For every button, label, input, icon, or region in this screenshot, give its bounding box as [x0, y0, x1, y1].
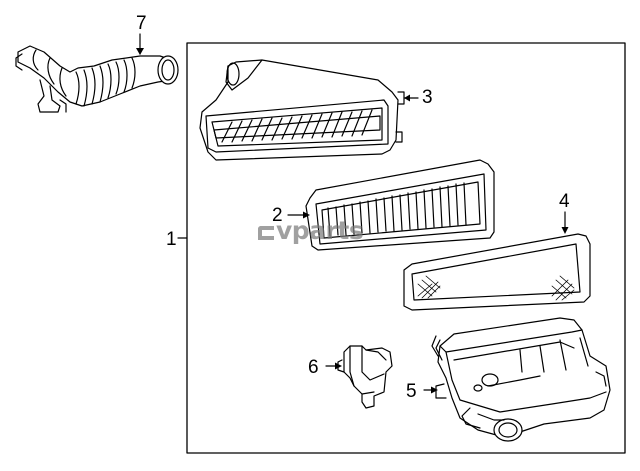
watermark: vparts [258, 216, 364, 245]
air-cleaner-case-5 [423, 317, 611, 442]
watermark-text: vparts [276, 216, 364, 245]
callout-4: 4 [559, 191, 570, 212]
air-cleaner-cap-3 [199, 59, 419, 161]
callout-3: 3 [422, 87, 433, 108]
brand-logo-icon [258, 226, 274, 240]
callout-1: 1 [166, 229, 177, 250]
airflow-sensor-6 [325, 345, 393, 409]
callout-6: 6 [308, 357, 319, 378]
callout-2: 2 [272, 205, 283, 226]
intake-hose-7 [15, 33, 179, 113]
filter-seal-4 [403, 211, 591, 311]
assembly-frame [186, 42, 626, 454]
callout-5: 5 [406, 381, 417, 402]
callout-7: 7 [136, 13, 147, 34]
filter-element-2 [287, 159, 495, 251]
